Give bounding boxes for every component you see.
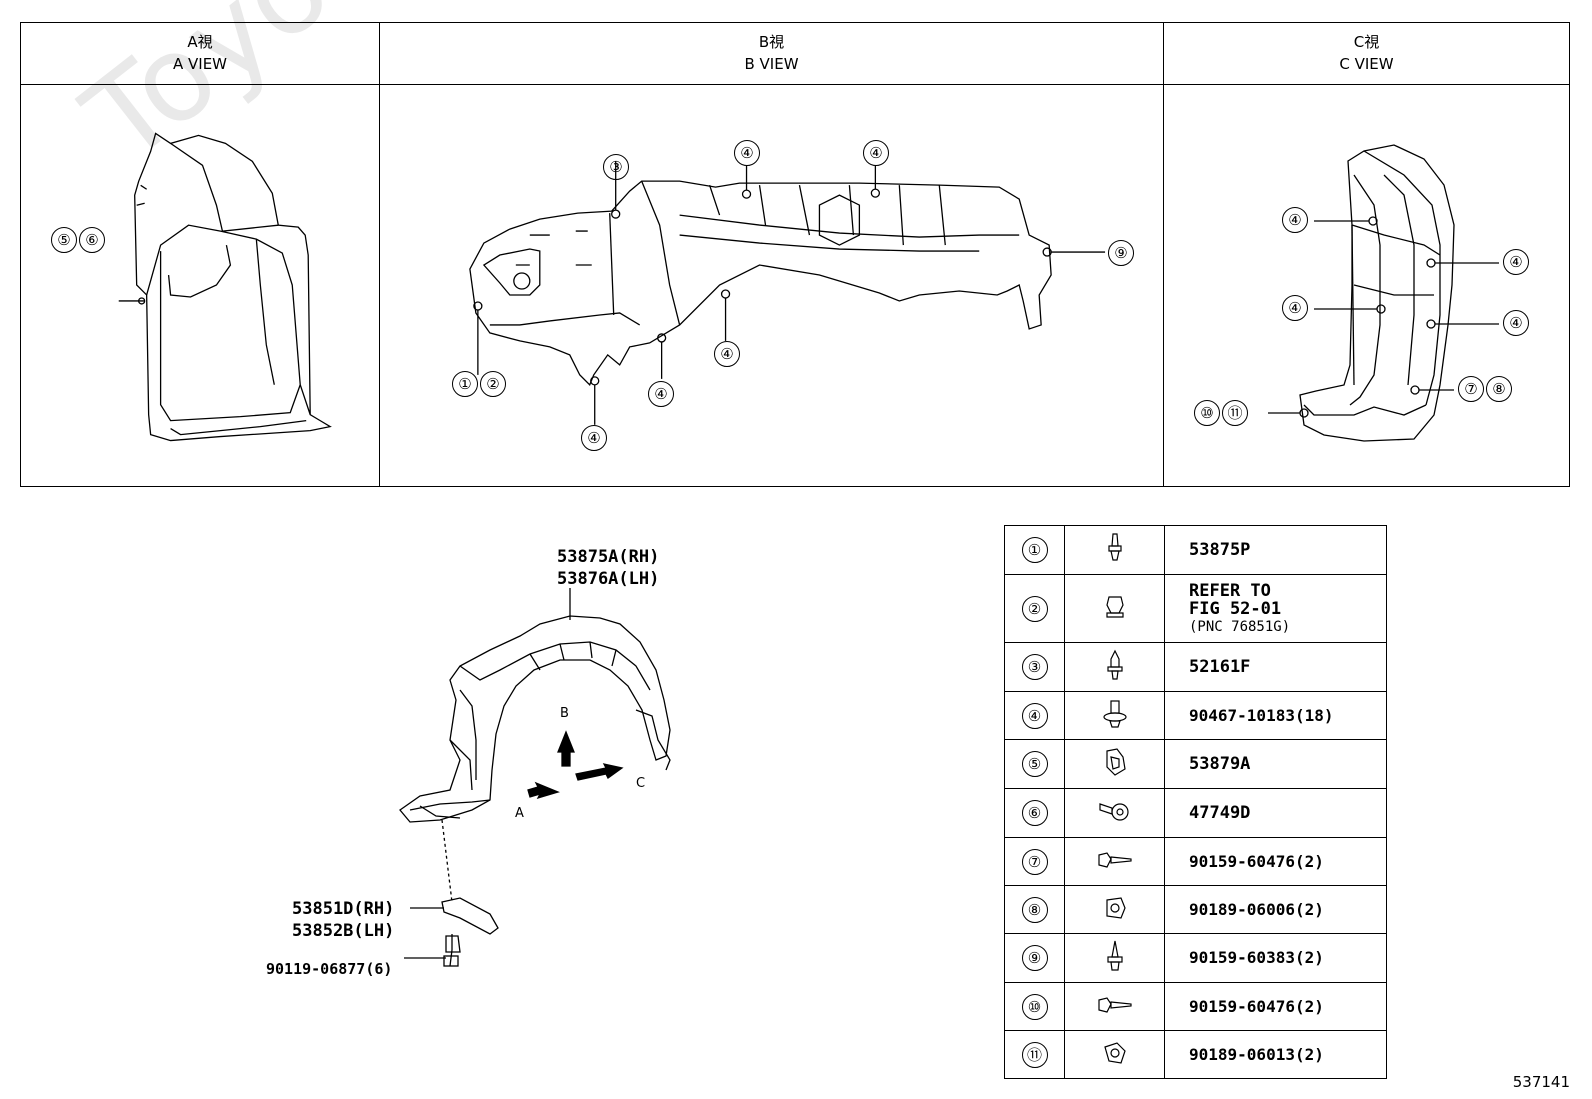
callout-4-c-d: ④ (1503, 310, 1529, 336)
liner-lh-label: 53876A(LH) (557, 569, 660, 589)
part-number: 47749D (1164, 788, 1387, 838)
callout-4-bottom: ④ (581, 425, 607, 451)
clip-icon (1102, 699, 1127, 728)
table-row: ⑤ 53879A (1004, 739, 1387, 789)
bracket-part-label: 53851D(RH) 53852B(LH) (292, 898, 394, 942)
table-row: ③ 52161F (1004, 642, 1387, 692)
bracket-lh-label: 53852B(LH) (292, 921, 395, 941)
callout-1: ① (452, 371, 478, 397)
callout-3: ③ (603, 154, 629, 180)
table-row: ① 53875P (1004, 525, 1387, 575)
b-view-title-en: B VIEW (744, 55, 799, 73)
part-reference: REFER TO FIG 52-01 (PNC 76851G) (1164, 574, 1387, 643)
table-row: ⑦ 90159-60476(2) (1004, 837, 1387, 886)
tapping-screw-icon (1097, 851, 1132, 868)
part-number: 53875P (1164, 525, 1387, 575)
liner-part-label: 53875A(RH) 53876A(LH) (557, 546, 659, 590)
part-number: 90189-06006(2) (1164, 885, 1387, 934)
callout-4-top-right: ④ (863, 140, 889, 166)
bracket-rh-label: 53851D(RH) (292, 899, 395, 919)
b-view-title-jp: B視 (758, 33, 785, 51)
part-number: 52161F (1164, 642, 1387, 692)
table-row: ⑧ 90189-06006(2) (1004, 885, 1387, 934)
a-view-header: A視 A VIEW (21, 23, 379, 85)
b-view-cell: B視 B VIEW (380, 23, 1164, 486)
parts-legend-table: ① 53875P ② REFER TO FIG 52-01 (PNC 76851… (1004, 525, 1387, 1079)
callout-4-mid: ④ (714, 341, 740, 367)
a-view-drawing (21, 85, 379, 486)
table-row: ⑨ 90159-60383(2) (1004, 933, 1387, 983)
callout-6: ⑥ (79, 227, 105, 253)
bolt-part-label: 90119-06877(6) (266, 960, 393, 978)
row-number: ① (1021, 537, 1048, 563)
part-number: 90159-60383(2) (1164, 933, 1387, 983)
nut-clip-icon (1105, 748, 1126, 776)
reference-line-1: REFER TO (1189, 580, 1271, 601)
row-number: ⑤ (1021, 751, 1048, 777)
push-clip-icon (1105, 595, 1124, 618)
row-number: ④ (1021, 702, 1048, 729)
callout-2: ② (480, 371, 506, 397)
part-number: 90159-60476(2) (1164, 837, 1387, 886)
grommet-nut-icon (1105, 896, 1126, 919)
rivet-clip-icon (1106, 649, 1123, 680)
arrow-b-label: B (560, 706, 569, 721)
reference-line-3: (PNC 76851G) (1189, 618, 1291, 635)
c-view-header: C視 C VIEW (1164, 23, 1569, 85)
row-number: ⑨ (1021, 945, 1048, 971)
grommet-nut-icon (1103, 1041, 1126, 1064)
callout-5: ⑤ (51, 227, 77, 253)
callout-4-top-left: ④ (734, 140, 760, 166)
row-number: ⑪ (1021, 1041, 1048, 1068)
callout-4-c-b: ④ (1503, 249, 1529, 275)
part-number: 90467-10183(18) (1164, 691, 1387, 740)
screw-icon (1106, 940, 1123, 971)
c-view-title-en: C VIEW (1339, 55, 1394, 73)
callout-11: ⑪ (1222, 400, 1248, 426)
reference-line-2: FIG 52-01 (1189, 598, 1282, 619)
callout-4-c-c: ④ (1282, 295, 1308, 321)
screw-clip-icon (1107, 533, 1122, 561)
arrow-c-label: C (636, 776, 646, 791)
c-view-title-jp: C視 (1353, 33, 1380, 51)
c-view-cell: C視 C VIEW (1164, 23, 1569, 486)
callout-4-c-a: ④ (1282, 207, 1308, 233)
part-number: 90159-60476(2) (1164, 982, 1387, 1031)
bolt-clip-icon (1098, 803, 1129, 821)
callout-9: ⑨ (1108, 240, 1134, 266)
callout-7: ⑦ (1458, 376, 1484, 402)
a-view-title-jp: A視 (187, 33, 213, 51)
part-number: 90189-06013(2) (1164, 1030, 1387, 1079)
table-row: ④ 90467-10183(18) (1004, 691, 1387, 740)
callout-8: ⑧ (1486, 376, 1512, 402)
row-number: ⑩ (1021, 993, 1048, 1020)
arrow-a-label: A (515, 806, 524, 821)
row-number: ⑥ (1021, 800, 1048, 826)
callout-10: ⑩ (1194, 400, 1220, 426)
part-number: 53879A (1164, 739, 1387, 789)
row-number: ③ (1021, 654, 1048, 680)
figure-number: 537141 (1512, 1073, 1570, 1091)
callout-4-lower: ④ (648, 381, 674, 407)
liner-rh-label: 53875A(RH) (557, 547, 660, 567)
row-number: ② (1021, 595, 1048, 622)
row-number: ⑦ (1021, 848, 1048, 875)
table-row: ⑩ 90159-60476(2) (1004, 982, 1387, 1031)
row-number: ⑧ (1021, 896, 1048, 923)
table-row: ⑪ 90189-06013(2) (1004, 1030, 1387, 1079)
b-view-drawing (380, 85, 1163, 486)
c-view-drawing (1164, 85, 1569, 486)
a-view-title-en: A VIEW (172, 55, 228, 73)
tapping-screw-icon (1097, 996, 1132, 1013)
table-row: ② REFER TO FIG 52-01 (PNC 76851G) (1004, 574, 1387, 643)
table-row: ⑥ 47749D (1004, 788, 1387, 838)
fender-liner-diagram (399, 588, 671, 967)
b-view-header: B視 B VIEW (380, 23, 1163, 85)
